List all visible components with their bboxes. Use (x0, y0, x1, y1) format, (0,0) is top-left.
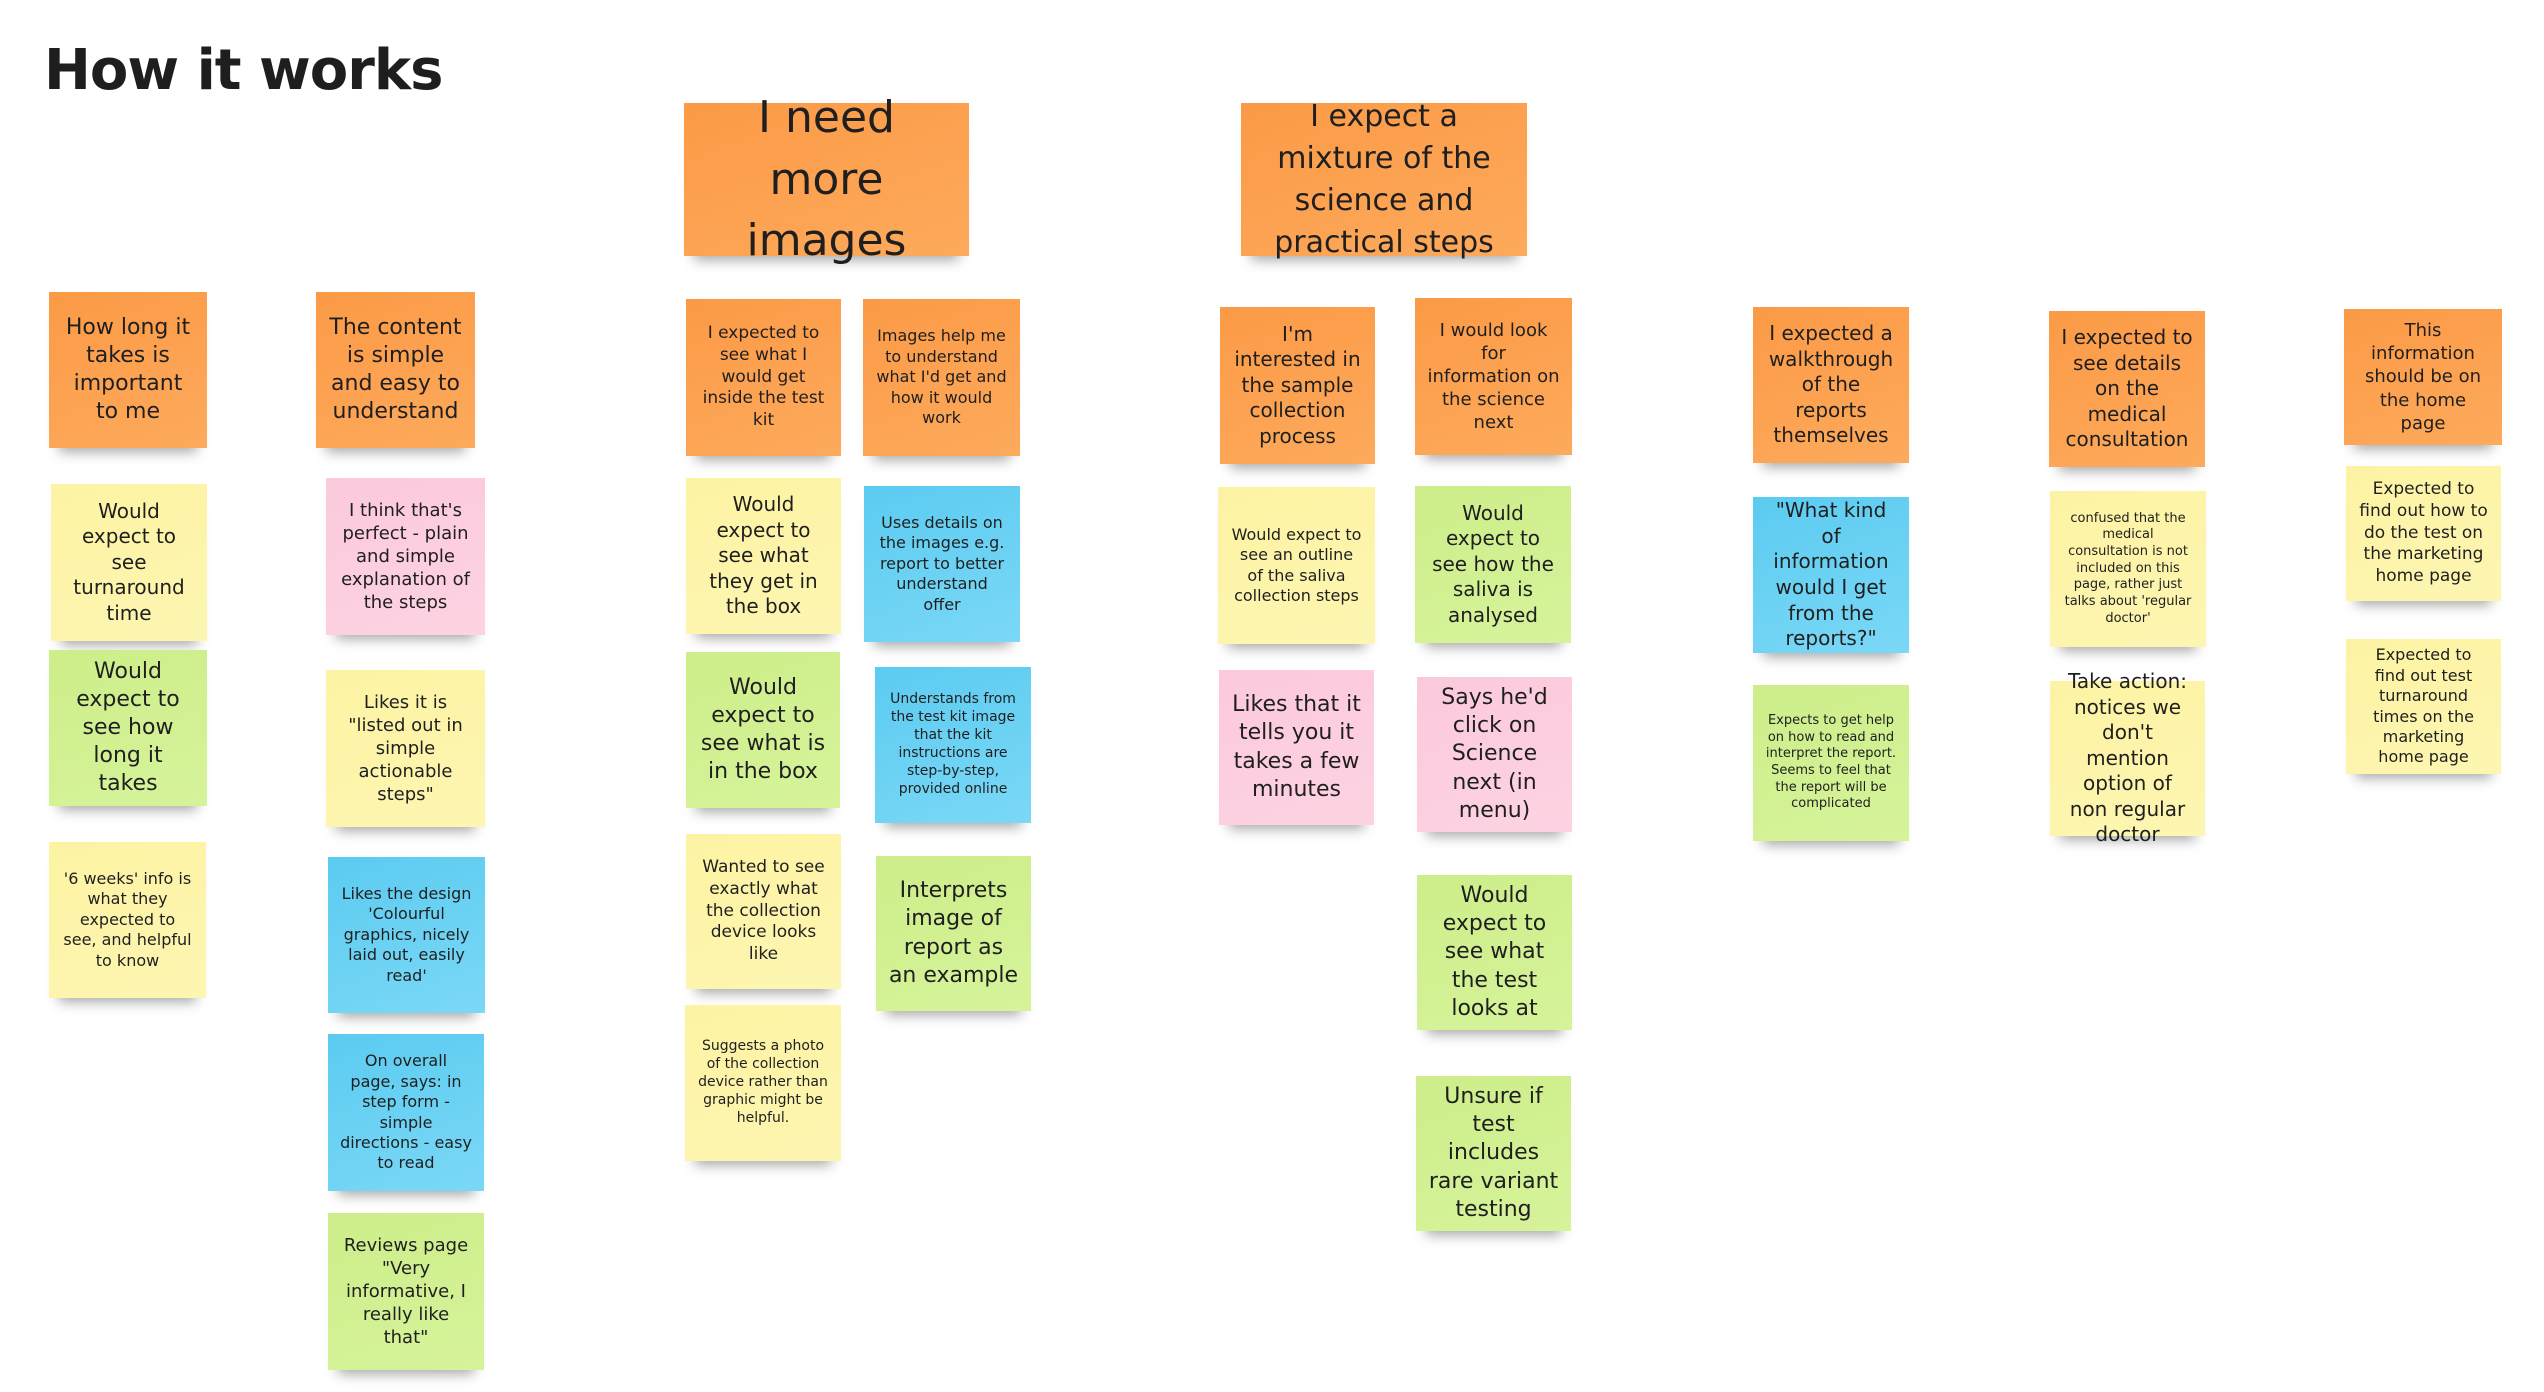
theme-sticky-content-simple[interactable]: The content is simple and easy to unders… (316, 292, 475, 448)
note-sticky[interactable]: "What kind of information would I get fr… (1753, 497, 1909, 653)
note-sticky[interactable]: On overall page, says: in step form - si… (328, 1034, 484, 1191)
note-sticky[interactable]: Likes that it tells you it takes a few m… (1219, 670, 1374, 825)
sticky-text: I expected to see details on the medical… (2061, 325, 2193, 452)
note-sticky[interactable]: Interprets image of report as an example (876, 856, 1031, 1011)
sticky-text: Would expect to see what the test looks … (1442, 883, 1547, 1021)
sticky-text: Wanted to see exactly what the collectio… (702, 857, 825, 965)
sticky-text: confused that the medical consultation i… (2064, 510, 2192, 626)
note-sticky[interactable]: Expected to find out test turnaround tim… (2346, 639, 2501, 774)
sticky-text: Would expect to see how long it takes (76, 658, 180, 797)
sticky-text: I think that's perfect - plain and simpl… (341, 499, 470, 614)
header-sticky-need-more-images[interactable]: I need more images (684, 92, 969, 266)
theme-sticky-home-page[interactable]: This information should be on the home p… (2344, 309, 2502, 445)
note-sticky[interactable]: Wanted to see exactly what the collectio… (686, 834, 841, 989)
theme-sticky-images-help[interactable]: Images help me to understand what I'd ge… (863, 299, 1020, 456)
sticky-text: This information should be on the home p… (2365, 320, 2481, 434)
sticky-text: Understands from the test kit image that… (890, 691, 1016, 797)
note-sticky[interactable]: Reviews page "Very informative, I really… (328, 1213, 484, 1370)
sticky-text: Would expect to see how the saliva is an… (1432, 500, 1554, 627)
note-sticky[interactable]: Expects to get help on how to read and i… (1753, 685, 1909, 841)
note-sticky[interactable]: Expected to find out how to do the test … (2346, 466, 2501, 601)
sticky-text: I'm interested in the sample collection … (1234, 321, 1361, 448)
note-sticky[interactable]: Would expect to see what the test looks … (1417, 875, 1572, 1030)
note-sticky[interactable]: Suggests a photo of the collection devic… (685, 1005, 841, 1161)
note-sticky[interactable]: Would expect to see how long it takes (49, 650, 207, 806)
sticky-text: Would expect to see what they get in the… (709, 492, 818, 619)
note-sticky[interactable]: confused that the medical consultation i… (2050, 491, 2206, 647)
sticky-text: I expect a mixture of the science and pr… (1274, 98, 1494, 260)
sticky-text: I need more images (746, 92, 907, 267)
note-sticky[interactable]: '6 weeks' info is what they expected to … (49, 842, 206, 998)
note-sticky[interactable]: Would expect to see how the saliva is an… (1415, 486, 1571, 643)
note-sticky[interactable]: Uses details on the images e.g. report t… (864, 486, 1020, 642)
note-sticky[interactable]: Says he'd click on Science next (in menu… (1417, 677, 1572, 832)
sticky-text: Take action: notices we don't mention op… (2068, 668, 2187, 847)
note-sticky[interactable]: Would expect to see turnaround time (51, 484, 207, 641)
sticky-text: "What kind of information would I get fr… (1773, 498, 1889, 651)
sticky-text: Interprets image of report as an example (888, 878, 1019, 988)
theme-sticky-sample-collection[interactable]: I'm interested in the sample collection … (1220, 307, 1375, 464)
note-sticky[interactable]: Likes it is "listed out in simple action… (326, 670, 485, 827)
note-sticky[interactable]: Take action: notices we don't mention op… (2050, 669, 2205, 846)
theme-sticky-medical-consultation[interactable]: I expected to see details on the medical… (2049, 311, 2205, 467)
note-sticky[interactable]: Likes the design 'Colourful graphics, ni… (328, 857, 485, 1013)
sticky-text: '6 weeks' info is what they expected to … (63, 868, 192, 970)
sticky-text: Images help me to understand what I'd ge… (876, 326, 1007, 428)
sticky-text: Says he'd click on Science next (in menu… (1441, 685, 1548, 823)
sticky-text: The content is simple and easy to unders… (329, 314, 462, 425)
header-sticky-science-and-steps[interactable]: I expect a mixture of the science and pr… (1241, 99, 1527, 260)
sticky-text: Expected to find out test turnaround tim… (2373, 645, 2474, 767)
sticky-text: Suggests a photo of the collection devic… (698, 1038, 828, 1126)
board-title: How it works (44, 38, 443, 103)
sticky-text: I expected to see what I would get insid… (702, 323, 825, 431)
theme-sticky-reports-walkthrough[interactable]: I expected a walkthrough of the reports … (1753, 307, 1909, 463)
sticky-text: I expected a walkthrough of the reports … (1768, 321, 1894, 448)
note-sticky[interactable]: Would expect to see what is in the box (686, 652, 840, 808)
sticky-text: Would expect to see turnaround time (73, 498, 185, 625)
note-sticky[interactable]: Unsure if test includes rare variant tes… (1416, 1076, 1571, 1231)
theme-sticky-science-next[interactable]: I would look for information on the scie… (1415, 298, 1572, 455)
sticky-text: Expected to find out how to do the test … (2359, 479, 2488, 587)
sticky-text: On overall page, says: in step form - si… (340, 1051, 472, 1173)
sticky-text: I would look for information on the scie… (1427, 319, 1560, 434)
note-sticky[interactable]: Would expect to see what they get in the… (686, 478, 841, 634)
sticky-text: Uses details on the images e.g. report t… (879, 512, 1005, 614)
sticky-text: Unsure if test includes rare variant tes… (1428, 1084, 1559, 1222)
theme-sticky-test-kit[interactable]: I expected to see what I would get insid… (686, 299, 841, 456)
sticky-text: Expects to get help on how to read and i… (1765, 713, 1897, 812)
note-sticky[interactable]: I think that's perfect - plain and simpl… (326, 478, 485, 635)
sticky-text: How long it takes is important to me (65, 314, 191, 425)
note-sticky[interactable]: Understands from the test kit image that… (875, 667, 1031, 823)
sticky-text: Would expect to see what is in the box (700, 674, 826, 785)
sticky-text: Reviews page "Very informative, I really… (343, 1234, 469, 1349)
sticky-text: Likes that it tells you it takes a few m… (1232, 692, 1361, 802)
sticky-text: Would expect to see an outline of the sa… (1231, 524, 1362, 605)
sticky-text: Likes the design 'Colourful graphics, ni… (341, 883, 472, 985)
theme-sticky-how-long[interactable]: How long it takes is important to me (49, 292, 207, 448)
note-sticky[interactable]: Would expect to see an outline of the sa… (1218, 487, 1375, 644)
sticky-text: Likes it is "listed out in simple action… (348, 691, 463, 806)
